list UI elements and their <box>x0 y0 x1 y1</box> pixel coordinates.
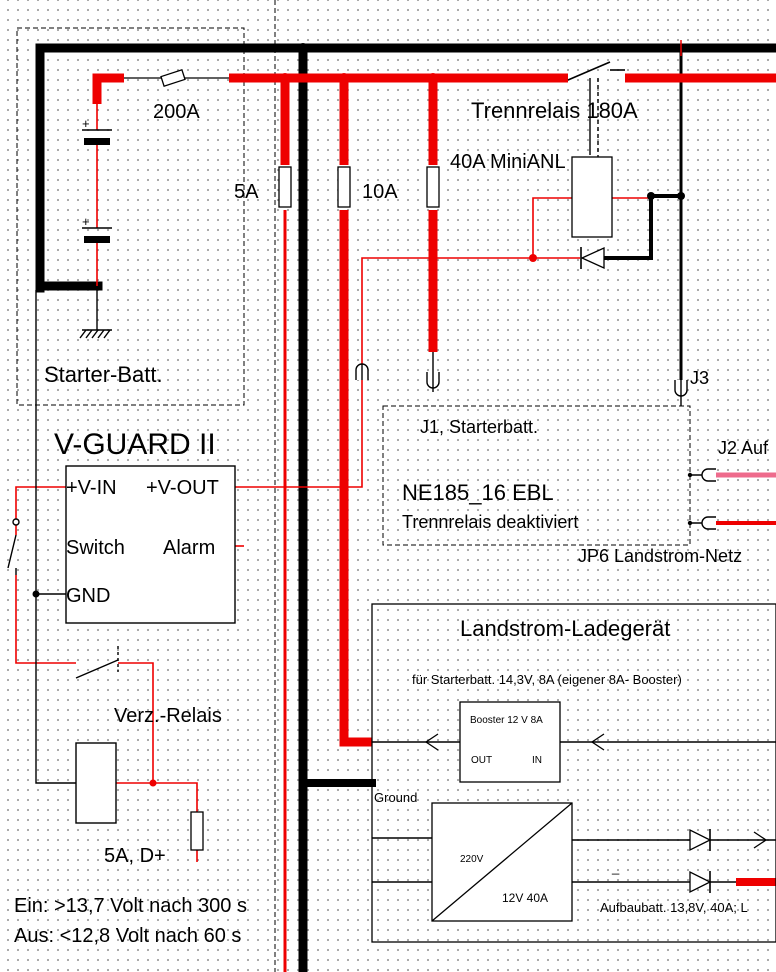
trennrelais-coil <box>571 156 613 238</box>
starter-batt-box <box>16 27 245 406</box>
junction-dot <box>32 590 40 598</box>
junction-dot <box>647 192 655 200</box>
vin-wire <box>15 486 66 535</box>
label-aus: Aus: <12,8 Volt nach 60 s <box>14 925 241 947</box>
label-trennrelais: Trennrelais 180A <box>471 98 638 123</box>
label-ground: Ground <box>374 790 417 805</box>
diode <box>580 246 605 270</box>
converter-diagonal <box>431 802 573 922</box>
label-12v: 12V 40A <box>502 891 548 905</box>
label-j2: J2 Auf <box>718 438 769 458</box>
booster-out: OUT <box>471 755 492 766</box>
label-verz-relais: Verz.-Relais <box>114 705 222 727</box>
arrow-head <box>590 733 605 751</box>
label-fuse-d-plus: 5A, D+ <box>104 845 166 867</box>
svg-text:+: + <box>82 214 90 229</box>
label-jp6: JP6 Landstrom-Netz <box>578 546 742 566</box>
v-guard-title: V-GUARD II <box>54 428 216 461</box>
junction-dot <box>298 43 308 53</box>
connector-j1 <box>426 352 440 392</box>
junction-dot <box>529 254 537 262</box>
label-fuse-5a: 5A <box>234 181 259 203</box>
junction-dot <box>428 73 438 83</box>
charger-box <box>371 603 776 943</box>
charger-diode-2 <box>689 870 712 894</box>
charger-note: für Starterbatt. 14,3V, 8A (eigener 8A- … <box>412 672 682 687</box>
fuse-10a <box>337 166 351 208</box>
junction-dot <box>280 73 290 83</box>
label-starter-batt: Starter-Batt. <box>44 362 163 387</box>
label-minus: _ <box>611 860 620 875</box>
main-red-wires <box>92 73 776 972</box>
label-switch: Switch <box>66 537 125 559</box>
trennrelais <box>567 61 625 270</box>
vout-to-d-plus <box>235 257 533 488</box>
relais-coil-return <box>602 194 683 260</box>
label-fuse-10a: 10A <box>362 181 398 203</box>
connector-jp6 <box>701 516 716 530</box>
junction-dot <box>299 779 307 787</box>
ebl-title: NE185_16 EBL <box>402 480 554 505</box>
verz-relais-coil <box>75 742 117 824</box>
label-fuse-main: 200A <box>153 101 200 123</box>
booster-title: Booster 12 V 8A <box>470 715 543 726</box>
charger-title: Landstrom-Ladegerät <box>460 616 670 641</box>
battery-plus-wire <box>92 73 124 104</box>
feed-10a-bottom <box>339 210 372 747</box>
label-gnd: GND <box>66 585 110 607</box>
fuse-40a <box>426 166 440 208</box>
junction-dot <box>149 779 157 787</box>
junction-dot <box>339 73 349 83</box>
chassis-ground-symbol <box>79 329 112 339</box>
label-ein: Ein: >13,7 Volt nach 300 s <box>14 895 247 917</box>
junctions <box>32 40 685 787</box>
label-j1: J1, Starterbatt. <box>420 417 538 437</box>
verz-relais-wire <box>118 662 198 812</box>
gnd-wire <box>35 290 76 784</box>
fuse-d-plus <box>190 811 204 851</box>
label-aufbau: Aufbaubatt. 13,8V, 40A; L <box>600 900 748 915</box>
label-miniANL: 40A MiniANL <box>450 151 566 173</box>
connectors <box>355 352 716 530</box>
svg-text:+: + <box>82 116 90 131</box>
ebl-subtitle: Trennrelais deaktiviert <box>402 512 578 532</box>
ebl-pin <box>687 520 693 526</box>
booster-box <box>459 701 561 783</box>
manual-switch <box>7 518 20 575</box>
arrow-head <box>424 733 439 751</box>
charger-diode-1 <box>689 828 712 852</box>
ebl-pin <box>687 472 693 478</box>
trennrelais-contact <box>567 61 611 81</box>
label-vout: +V-OUT <box>146 477 219 499</box>
fuse-5a <box>278 166 292 208</box>
v-guard-box <box>65 465 236 624</box>
arrow-head <box>753 831 768 849</box>
labels: 200A Trennrelais 180A 40A MiniANL 5A 10A… <box>14 98 769 947</box>
charger-module <box>371 603 776 943</box>
connector-j2 <box>701 468 716 482</box>
label-alarm: Alarm <box>163 537 215 559</box>
booster-in: IN <box>532 755 542 766</box>
main-black-wires <box>35 43 776 972</box>
fuses <box>124 69 440 851</box>
connector-vout <box>355 363 369 380</box>
main-fuse-200a <box>124 69 229 87</box>
junction-dot <box>677 192 685 200</box>
label-vin: +V-IN <box>66 477 117 499</box>
verz-relais <box>75 646 119 824</box>
starter-ground-wire <box>35 43 776 293</box>
connector-j3 <box>674 380 688 406</box>
switch-wire <box>15 575 76 664</box>
v-guard-module <box>65 465 236 624</box>
label-220v: 220V <box>460 854 484 865</box>
label-j3: J3 <box>690 368 709 388</box>
verz-relais-contact <box>75 659 119 679</box>
relais-coil-feed <box>532 197 572 258</box>
starter-batteries: + + <box>82 116 112 243</box>
